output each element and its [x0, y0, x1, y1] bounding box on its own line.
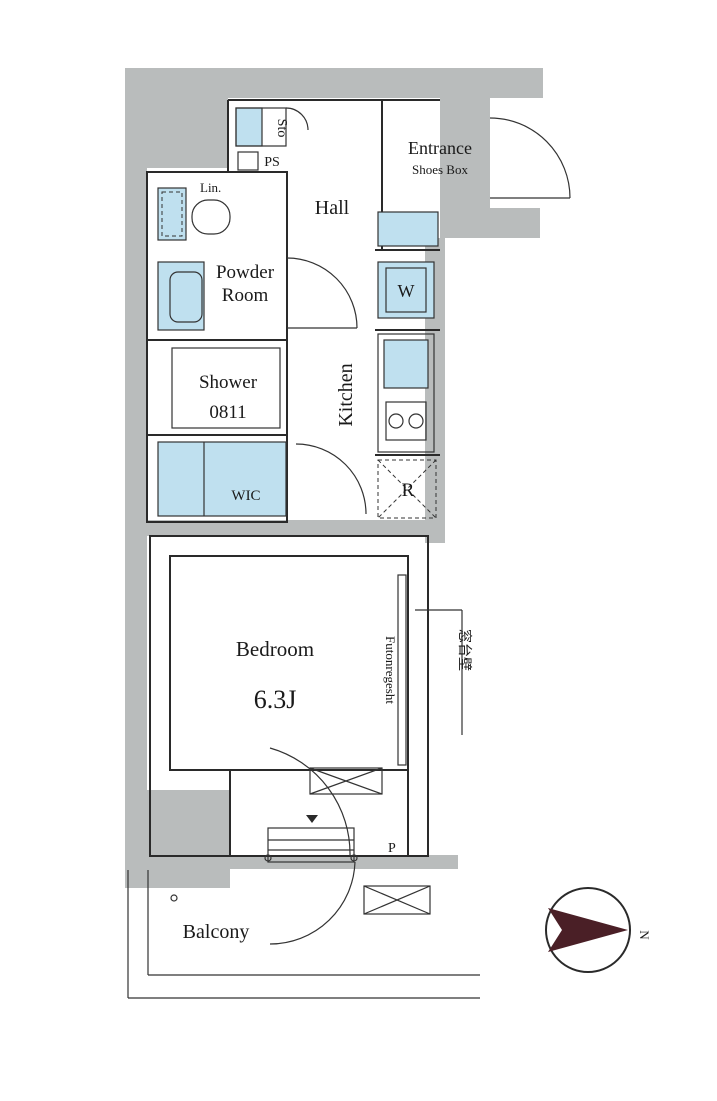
- bedroom-label: Bedroom: [236, 637, 314, 661]
- side-note: 窓台壁: [415, 609, 473, 735]
- linen-label: Lin.: [200, 180, 221, 195]
- entry-arrow-icon: [306, 815, 318, 823]
- powder-room-label-2: Room: [222, 285, 269, 306]
- toilet-area: Lin.: [157, 180, 231, 241]
- balcony-window: P: [264, 827, 396, 863]
- bedroom: Bedroom 6.3J Futonregesht: [236, 574, 407, 857]
- pipe-space-label: P: [388, 841, 396, 856]
- washer-label: W: [398, 281, 415, 301]
- bedroom-size: 6.3J: [254, 685, 297, 714]
- kitchen-label: Kitchen: [335, 363, 357, 426]
- balcony: Balcony: [127, 861, 480, 999]
- balcony-label: Balcony: [183, 921, 250, 943]
- shower-label-1: Shower: [199, 372, 258, 393]
- shower-room: Shower 0811: [171, 347, 281, 429]
- powder-room: Powder Room: [157, 257, 358, 331]
- shower-label-2: 0811: [209, 402, 246, 423]
- north-compass: N: [545, 887, 652, 973]
- ps-label: PS: [264, 155, 280, 170]
- entrance-label: Entrance: [408, 138, 472, 158]
- interior-walls: [146, 99, 440, 857]
- pipe-shaft: PS: [237, 151, 280, 171]
- powder-room-label-1: Powder: [216, 262, 275, 283]
- refrigerator-space: R: [377, 459, 437, 519]
- washer: W: [377, 261, 435, 319]
- north-label: N: [637, 930, 652, 940]
- hall-label: Hall: [315, 197, 350, 219]
- compass-circle: [545, 887, 631, 973]
- shoes-box-label: Shoes Box: [412, 162, 468, 177]
- walk-in-closet: WIC: [157, 441, 367, 517]
- storage-label: Sto: [274, 119, 289, 138]
- storage-closet: Sto: [235, 107, 309, 147]
- entrance: Entrance Shoes Box: [377, 117, 571, 247]
- futon-storage-label: Futonregesht: [383, 636, 398, 704]
- kitchen: Kitchen: [335, 333, 435, 453]
- side-note-label: 窓台壁: [456, 629, 473, 671]
- refrigerator-label: R: [402, 480, 415, 501]
- structural-walls: [125, 68, 543, 888]
- wic-label: WIC: [231, 488, 260, 504]
- north-arrow-icon: [548, 908, 628, 952]
